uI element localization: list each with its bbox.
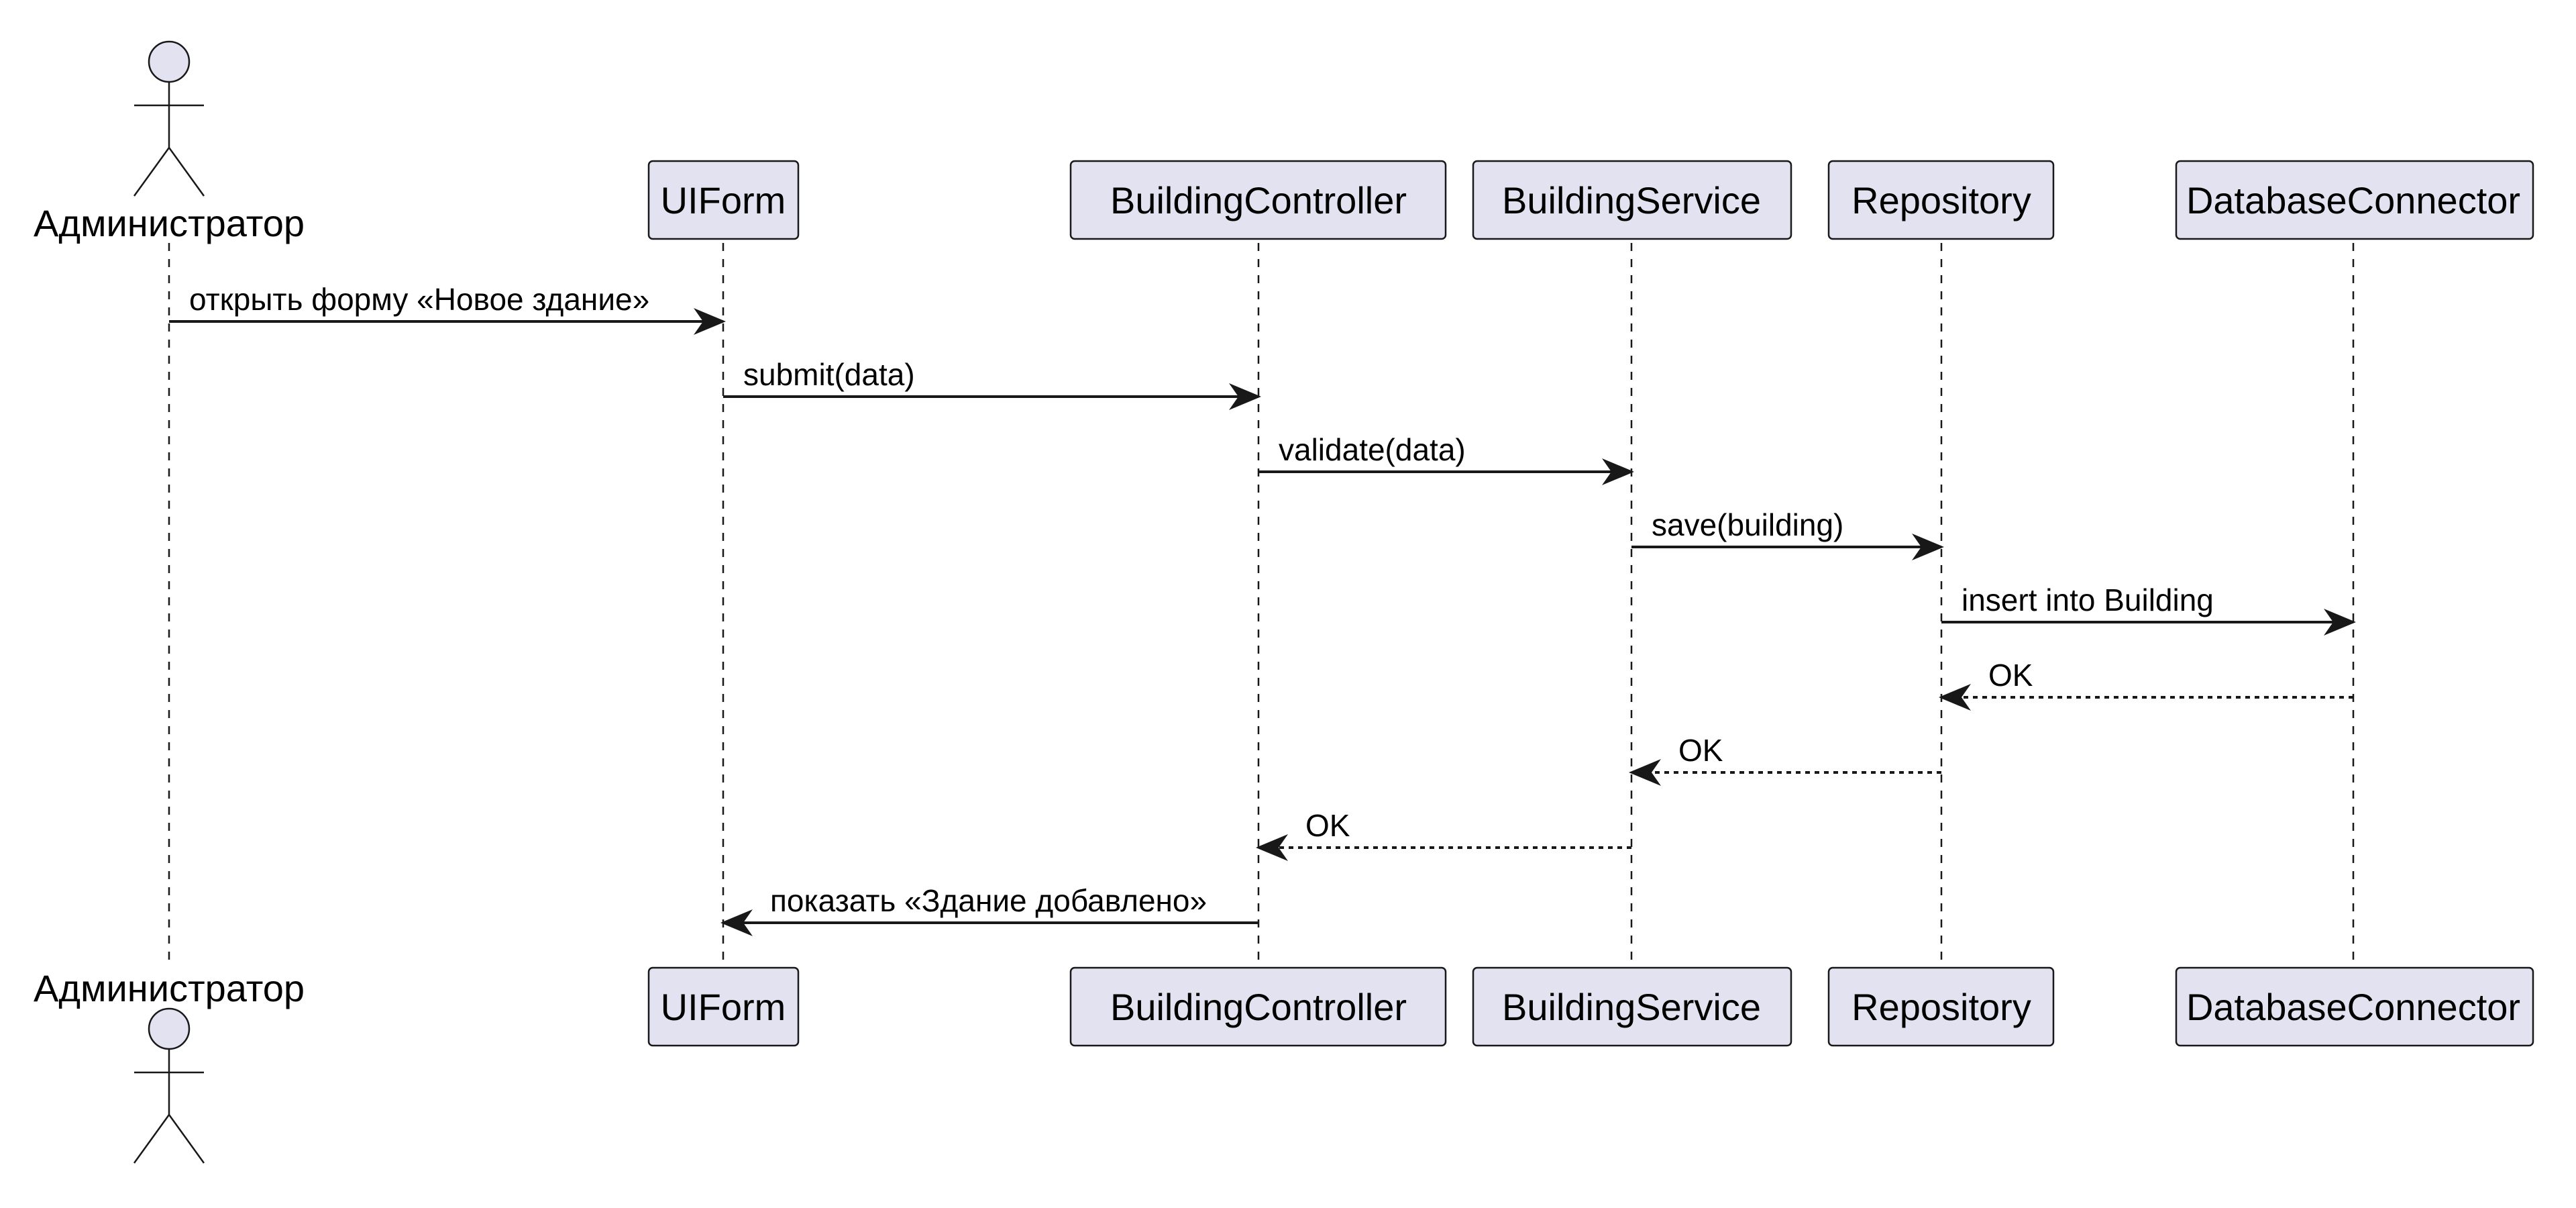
participant-repository-top: Repository	[1827, 160, 2055, 240]
message-label: save(building)	[1652, 507, 1843, 542]
actor-admin-bottom: Администратор	[34, 967, 305, 1164]
participant-label: UIForm	[661, 986, 786, 1028]
message-label: validate(data)	[1279, 432, 1466, 467]
participant-box	[2175, 966, 2534, 1047]
participant-label: BuildingController	[1110, 179, 1407, 221]
message-label: OK	[1305, 808, 1350, 843]
participant-label: BuildingController	[1110, 986, 1407, 1028]
participant-box	[647, 966, 800, 1047]
participant-dbconnector-bottom: DatabaseConnector	[2175, 966, 2534, 1047]
message-label: OK	[1678, 733, 1723, 768]
message-2: submit(data)	[723, 357, 1261, 410]
actor-icon	[133, 40, 205, 197]
participant-label: BuildingService	[1502, 179, 1761, 221]
participant-box	[1472, 160, 1792, 240]
message-label: показать «Здание добавлено»	[770, 883, 1207, 918]
message-7: OK	[1629, 733, 1941, 786]
participant-box	[1827, 966, 2055, 1047]
lifelines	[168, 243, 2355, 964]
participant-uiform-top: UIForm	[647, 160, 800, 240]
participant-dbconnector-top: DatabaseConnector	[2175, 160, 2534, 240]
participant-box	[2175, 160, 2534, 240]
participant-controller-bottom: BuildingController	[1069, 966, 1447, 1047]
message-8: OK	[1256, 808, 1631, 861]
actor-body	[133, 1049, 205, 1164]
actor-head	[148, 1007, 191, 1050]
participants-top: Администратор UIForm BuildingController Bui…	[34, 40, 2534, 244]
participant-box	[1472, 966, 1792, 1047]
participant-uiform-bottom: UIForm	[647, 966, 800, 1047]
messages: открыть форму «Новое здание» submit(data)…	[169, 282, 2356, 936]
participant-label: DatabaseConnector	[2186, 179, 2520, 221]
participant-label: Repository	[1851, 986, 2031, 1028]
message-label: submit(data)	[743, 357, 915, 392]
message-5: insert into Building	[1941, 583, 2356, 636]
participant-box	[1069, 160, 1447, 240]
participant-label: Repository	[1851, 179, 2031, 221]
participant-box	[1069, 966, 1447, 1047]
message-3: validate(data)	[1258, 432, 1634, 485]
participant-service-bottom: BuildingService	[1472, 966, 1792, 1047]
actor-icon	[133, 1007, 205, 1164]
message-label: OK	[1988, 658, 2033, 693]
participant-box	[1827, 160, 2055, 240]
message-4: save(building)	[1631, 507, 1944, 560]
actor-admin-top: Администратор	[34, 40, 305, 244]
message-9: показать «Здание добавлено»	[720, 883, 1258, 936]
participant-service-top: BuildingService	[1472, 160, 1792, 240]
participants-bottom: Администратор UIForm BuildingController Bui…	[34, 966, 2534, 1164]
participant-label: Администратор	[34, 967, 305, 1009]
participant-label: UIForm	[661, 179, 786, 221]
message-label: открыть форму «Новое здание»	[189, 282, 649, 317]
participant-repository-bottom: Repository	[1827, 966, 2055, 1047]
actor-body	[133, 82, 205, 197]
message-1: открыть форму «Новое здание»	[169, 282, 726, 335]
participant-label: BuildingService	[1502, 986, 1761, 1028]
participant-label: Администратор	[34, 202, 305, 244]
actor-head	[148, 40, 191, 83]
message-6: OK	[1939, 658, 2353, 711]
participant-box	[647, 160, 800, 240]
participant-controller-top: BuildingController	[1069, 160, 1447, 240]
participant-label: DatabaseConnector	[2186, 986, 2520, 1028]
message-label: insert into Building	[1962, 583, 2214, 617]
